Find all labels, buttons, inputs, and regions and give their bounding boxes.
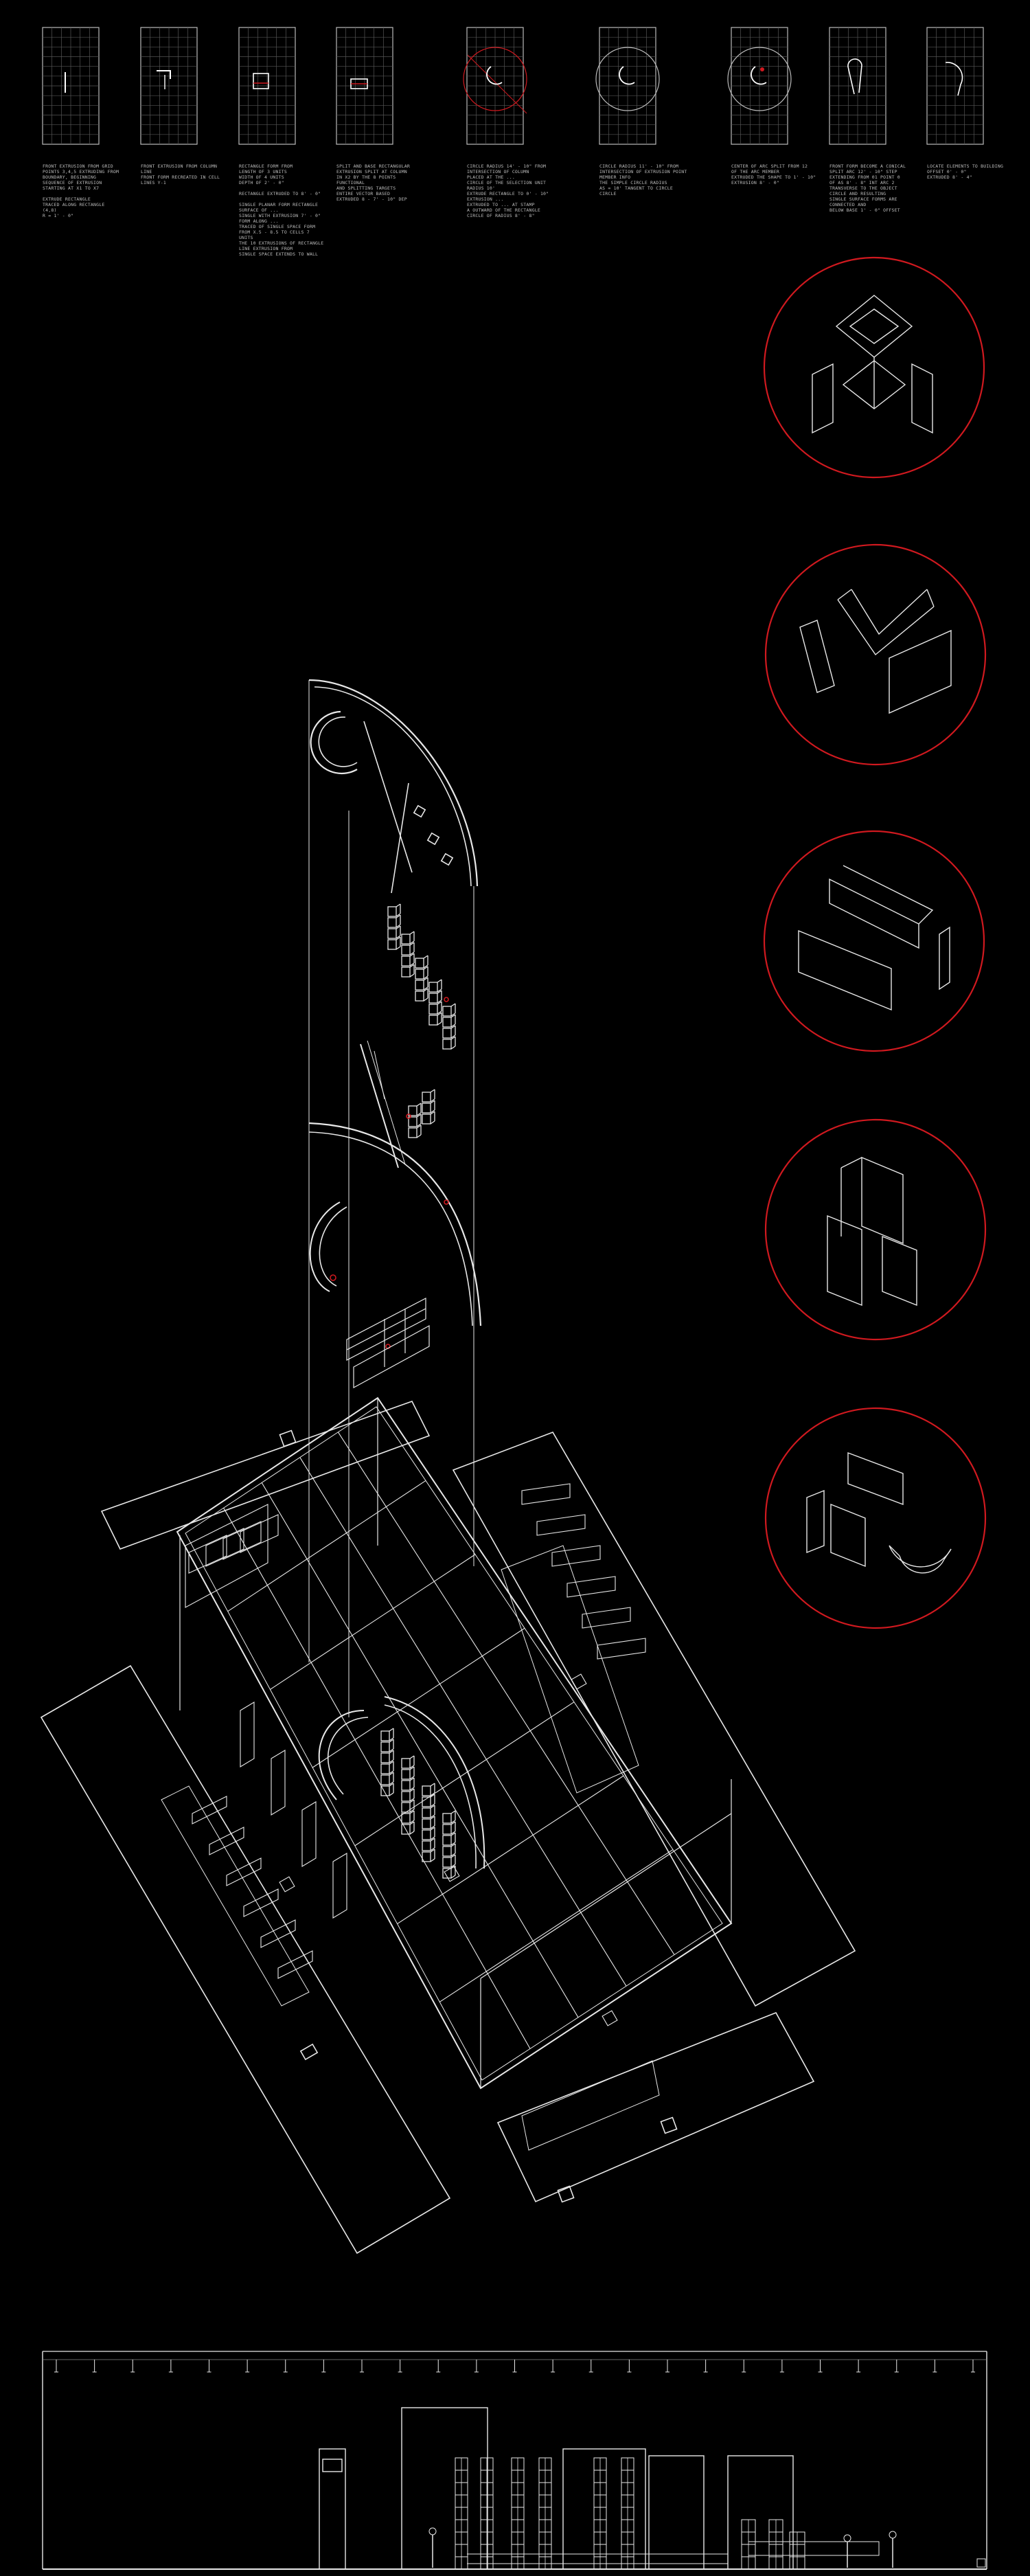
wall-left-top (100, 1401, 431, 1608)
detail-1 (763, 256, 985, 479)
step-6-caption: CIRCLE RADIUS 11' - 10" FROM INTERSECTIO… (599, 163, 687, 196)
wall-bottom (496, 2011, 815, 2203)
wall-right (452, 1432, 856, 2007)
curved-wall-middle (308, 997, 482, 1349)
middle-rack (346, 1298, 430, 1389)
step-9-diagram (926, 27, 984, 145)
step-2-caption: FRONT EXTRUSION FROM COLUMN LINE FRONT F… (141, 163, 220, 185)
floor-stack-4 (442, 1810, 456, 1879)
shelf-stack-7 (422, 1089, 435, 1125)
shelf-stack-2 (401, 931, 415, 978)
shelf-stack-1 (387, 903, 401, 950)
step-8-caption: FRONT FORM BECOME A CONICAL SPLIT ARC 12… (829, 163, 906, 213)
long-elevation (42, 2351, 987, 2570)
interior-curved-wall (318, 1696, 485, 1869)
step-3-diagram (238, 27, 296, 145)
step-9-caption: LOCATE ELEMENTS TO BUILDING OFFSET 0' - … (927, 163, 1004, 180)
step-5-caption: CIRCLE RADIUS 14' - 10" FROM INTERSECTIO… (467, 163, 549, 218)
sequence-diagrams (42, 27, 984, 145)
wall-left (40, 1664, 451, 2255)
detail-2 (764, 543, 987, 766)
step-2-diagram (140, 27, 198, 145)
curved-wall-top (308, 679, 479, 1717)
detail-4 (764, 1118, 987, 1341)
floor-stack-3 (422, 1783, 435, 1862)
detail-callouts (763, 256, 987, 1629)
shelf-stack-5 (442, 1003, 456, 1050)
shelf-stack-4 (428, 979, 442, 1026)
detail-5 (764, 1407, 987, 1629)
step-1-diagram (42, 27, 100, 145)
shelf-stack-6 (408, 1103, 422, 1138)
step-7-caption: CENTER OF ARC SPLIT FROM 12 OF THE ARC M… (731, 163, 816, 185)
step-5-diagram (463, 27, 527, 145)
step-6-diagram (595, 27, 660, 145)
diagonal-wall (360, 1040, 406, 1168)
step-1-caption: FRONT EXTRUSION FROM GRID POINTS 3,4,5 E… (43, 163, 119, 218)
step-7-diagram (727, 27, 792, 145)
step-4-caption: SPLIT AND BASE RECTANGULAR EXTRUSION SPL… (336, 163, 410, 202)
step-4-diagram (336, 27, 393, 145)
detail-3 (763, 830, 985, 1052)
floor-stack-1 (380, 1728, 394, 1796)
stacked-shelf-columns (380, 903, 456, 1879)
exploded-axonometric (40, 679, 856, 2255)
shelf-stack-3 (415, 955, 428, 1002)
step-8-diagram (829, 27, 886, 145)
step-3-caption: RECTANGLE FORM FROM LENGTH OF 3 UNITS WI… (239, 163, 324, 257)
floor-grid (188, 1432, 675, 2049)
floor-stack-2 (401, 1755, 415, 1835)
